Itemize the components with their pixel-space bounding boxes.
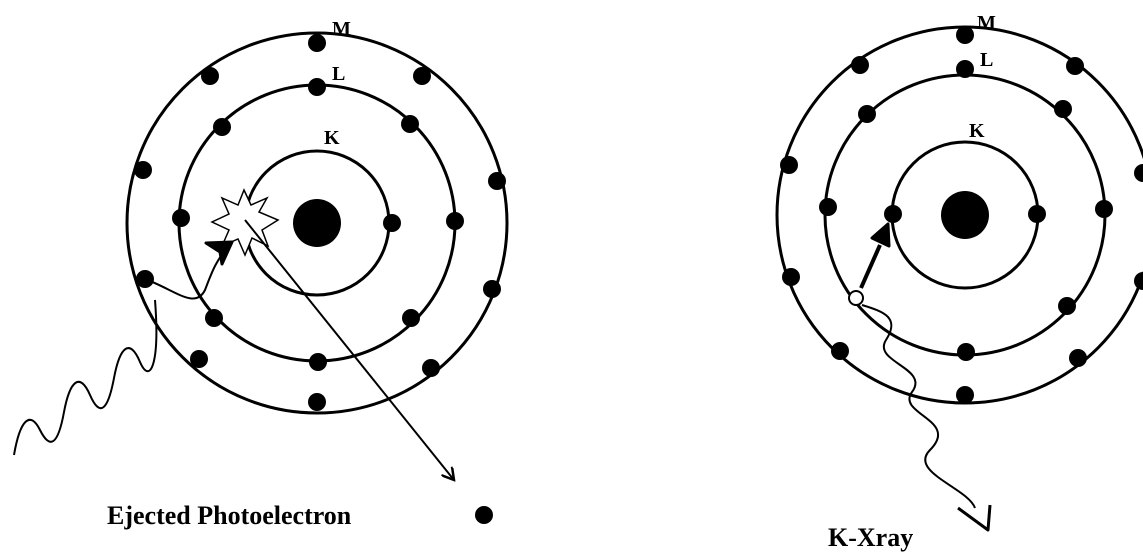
m-shell-label: M xyxy=(977,12,996,34)
electron xyxy=(1066,57,1084,75)
electron xyxy=(309,353,327,371)
atom-left: M L K Ejected Photoelectron xyxy=(13,18,509,530)
electron xyxy=(858,105,876,123)
electron xyxy=(956,386,974,404)
electron xyxy=(134,161,152,179)
ejection-arrow xyxy=(244,219,454,480)
nucleus xyxy=(941,191,989,239)
k-xray-wave xyxy=(861,304,976,509)
electron xyxy=(956,26,974,44)
l-shell-label: L xyxy=(332,63,345,85)
photon-to-k-electron-path xyxy=(144,243,231,300)
m-shell-orbit xyxy=(125,31,509,415)
m-shell-label: M xyxy=(332,18,351,40)
electron xyxy=(401,115,419,133)
electron xyxy=(201,67,219,85)
k-shell-label: K xyxy=(969,120,985,142)
electron xyxy=(956,60,974,78)
transition-arrowhead-icon xyxy=(870,222,891,248)
k-xray-arrowhead-icon xyxy=(957,504,992,532)
electron xyxy=(884,205,902,223)
electron xyxy=(1054,100,1072,118)
electron xyxy=(413,67,431,85)
electron xyxy=(172,209,190,227)
l-shell-label: L xyxy=(980,49,993,71)
electron xyxy=(780,156,798,174)
electron xyxy=(308,34,326,52)
electron xyxy=(446,212,464,230)
electron xyxy=(957,343,975,361)
electron xyxy=(483,280,501,298)
electron xyxy=(1134,272,1143,290)
l-shell-vacancy xyxy=(848,290,864,306)
electron xyxy=(213,118,231,136)
electron xyxy=(851,56,869,74)
k-shell-label: K xyxy=(324,127,340,149)
electron xyxy=(402,309,420,327)
electron xyxy=(831,342,849,360)
electron xyxy=(308,393,326,411)
electron xyxy=(308,78,326,96)
ejection-burst-icon xyxy=(210,188,280,257)
electron xyxy=(1069,349,1087,367)
atom-right: M L K K-Xray xyxy=(775,12,1143,552)
ejected-photoelectron xyxy=(475,506,493,524)
ejected-photoelectron-caption: Ejected Photoelectron xyxy=(107,501,352,530)
electron xyxy=(819,198,837,216)
electron xyxy=(422,359,440,377)
electron xyxy=(1058,297,1076,315)
electron xyxy=(488,172,506,190)
electron xyxy=(1095,200,1113,218)
electron xyxy=(190,350,208,368)
electron xyxy=(782,268,800,286)
nucleus xyxy=(293,199,341,247)
incident-photon-wave xyxy=(13,299,158,456)
electron xyxy=(1134,164,1143,182)
electron xyxy=(1028,205,1046,223)
electron xyxy=(383,214,401,232)
transition-arrow xyxy=(859,244,882,289)
photon-arrowhead-icon xyxy=(204,240,234,266)
k-xray-caption: K-Xray xyxy=(828,523,913,552)
electron xyxy=(205,309,223,327)
